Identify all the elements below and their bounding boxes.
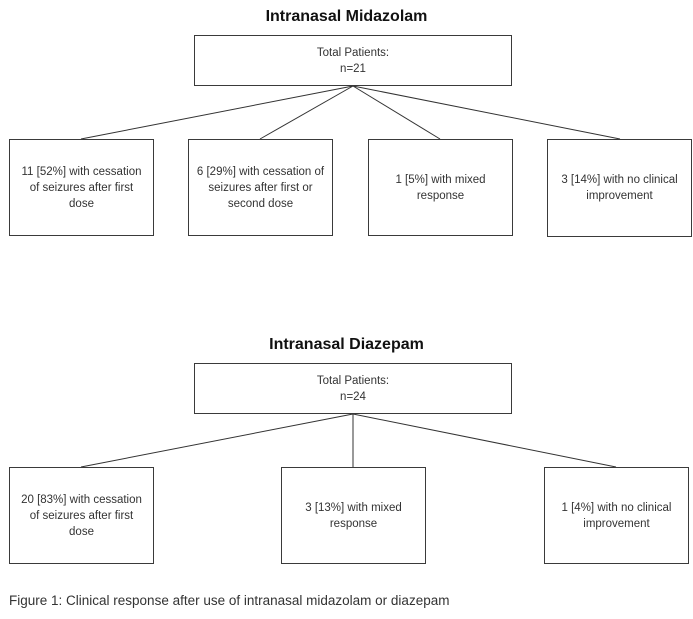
connector-line: [80, 413, 354, 468]
connector-line: [352, 85, 621, 140]
total-label: Total Patients:: [316, 46, 390, 59]
total-count: n=21: [340, 62, 366, 75]
diazepam-total-box: Total Patients: n=24: [194, 363, 512, 414]
connector-line: [352, 85, 441, 140]
connector-line: [80, 85, 354, 140]
midazolam-outcome-box: 11 [52%] with cessation of seizures afte…: [9, 139, 154, 236]
diazepam-outcome-box: 3 [13%] with mixed response: [281, 467, 426, 564]
total-label: Total Patients:: [316, 374, 390, 387]
outcome-text: 3 [14%] with no clinical improvement: [561, 174, 678, 202]
midazolam-outcome-box: 6 [29%] with cessation of seizures after…: [188, 139, 333, 236]
midazolam-outcome-box: 1 [5%] with mixed response: [368, 139, 513, 236]
connector-line: [259, 85, 354, 140]
outcome-text: 1 [4%] with no clinical improvement: [561, 501, 672, 530]
outcome-text: 6 [29%] with cessation of seizures after…: [196, 165, 325, 210]
outcome-text: 20 [83%] with cessation of seizures afte…: [21, 493, 142, 538]
connector-line: [352, 413, 617, 468]
midazolam-outcome-box: 3 [14%] with no clinical improvement: [547, 139, 692, 237]
figure-caption: Figure 1: Clinical response after use of…: [9, 593, 450, 608]
midazolam-title: Intranasal Midazolam: [265, 8, 428, 25]
diazepam-outcome-box: 1 [4%] with no clinical improvement: [544, 467, 689, 564]
outcome-text: 3 [13%] with mixed response: [305, 501, 402, 530]
diazepam-title: Intranasal Diazepam: [269, 336, 424, 353]
outcome-text: 11 [52%] with cessation of seizures afte…: [21, 165, 142, 210]
diazepam-outcome-box: 20 [83%] with cessation of seizures afte…: [9, 467, 154, 564]
total-count: n=24: [340, 390, 366, 403]
outcome-text: 1 [5%] with mixed response: [395, 173, 486, 202]
midazolam-total-box: Total Patients: n=21: [194, 35, 512, 86]
